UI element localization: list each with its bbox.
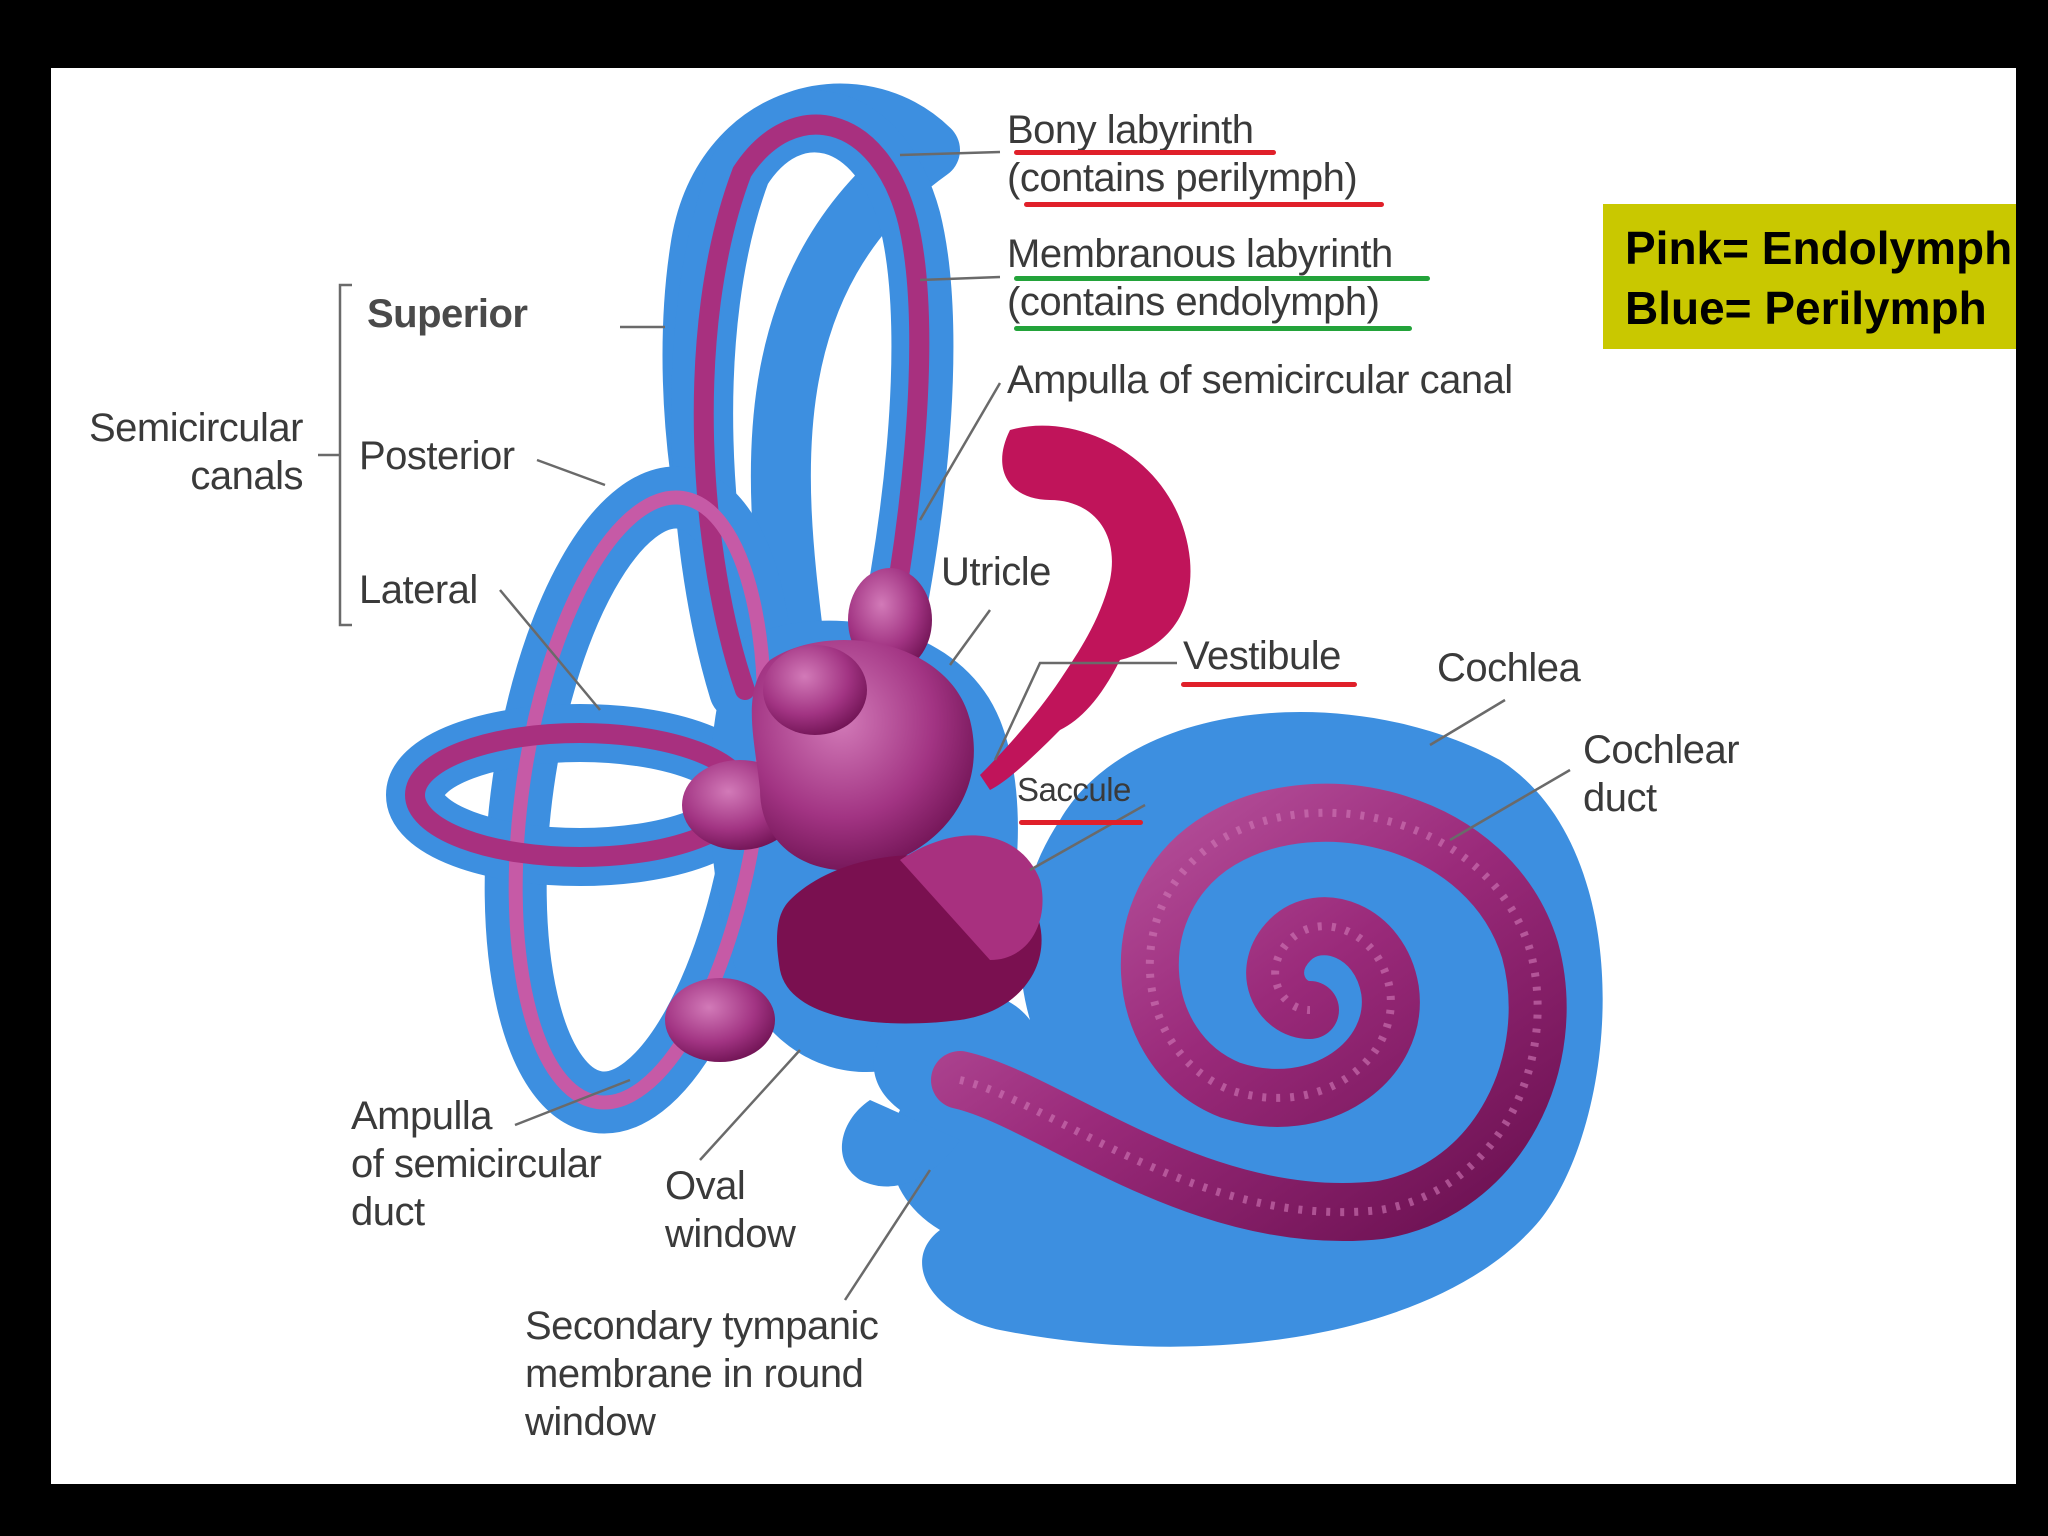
label-ampulla-duct-1: Ampulla [351,1094,493,1138]
label-superior: Superior [367,292,528,336]
label-lateral: Lateral [359,568,478,612]
legend-box: Pink= Endolymph Blue= Perilymph [1603,204,2016,349]
underline-bony-labyrinth [1014,150,1276,155]
label-secondary-2: membrane in round [525,1352,864,1396]
leader-lines [318,150,1571,1301]
label-secondary-1: Secondary tympanic [525,1304,879,1348]
label-saccule: Saccule [1017,771,1131,808]
underline-contains-perilymph [1024,202,1384,207]
endolymphatic-sac [980,425,1191,790]
underline-membranous-labyrinth [1014,276,1430,281]
membranous-labyrinth-shape [405,114,1567,1241]
label-canals: canals [190,454,303,498]
label-contains-perilymph: (contains perilymph) [1007,156,1358,200]
label-cochlear: Cochlear [1583,728,1740,772]
label-oval: Oval [665,1164,746,1208]
label-ampulla-duct-2: of semicircular [351,1142,602,1186]
label-ampulla-canal: Ampulla of semicircular canal [1007,358,1513,402]
label-secondary-3: window [525,1400,656,1444]
label-membranous-labyrinth: Membranous labyrinth [1007,232,1393,276]
round-window-blue [841,1100,960,1187]
underline-contains-endolymph [1014,326,1412,331]
label-posterior: Posterior [359,434,515,478]
label-vestibule: Vestibule [1183,634,1341,678]
underline-vestibule [1181,682,1357,687]
label-duct: duct [1583,776,1657,820]
label-bony-labyrinth: Bony labyrinth [1007,108,1254,152]
superior-duct-pink [693,114,930,700]
label-cochlea: Cochlea [1437,646,1581,690]
legend-pink: Pink= Endolymph [1625,222,2013,274]
label-contains-endolymph: (contains endolymph) [1007,280,1380,324]
ampulla-posterior [665,978,775,1062]
label-window: window [665,1212,796,1256]
legend-blue: Blue= Perilymph [1625,282,1987,334]
label-ampulla-duct-3: duct [351,1190,425,1234]
inner-ear-diagram [318,83,1603,1347]
label-semicircular: Semicircular [88,406,304,450]
slide: Bony labyrinth (contains perilymph) Memb… [51,68,2016,1484]
label-utricle: Utricle [941,550,1051,594]
underline-saccule [1019,820,1143,825]
